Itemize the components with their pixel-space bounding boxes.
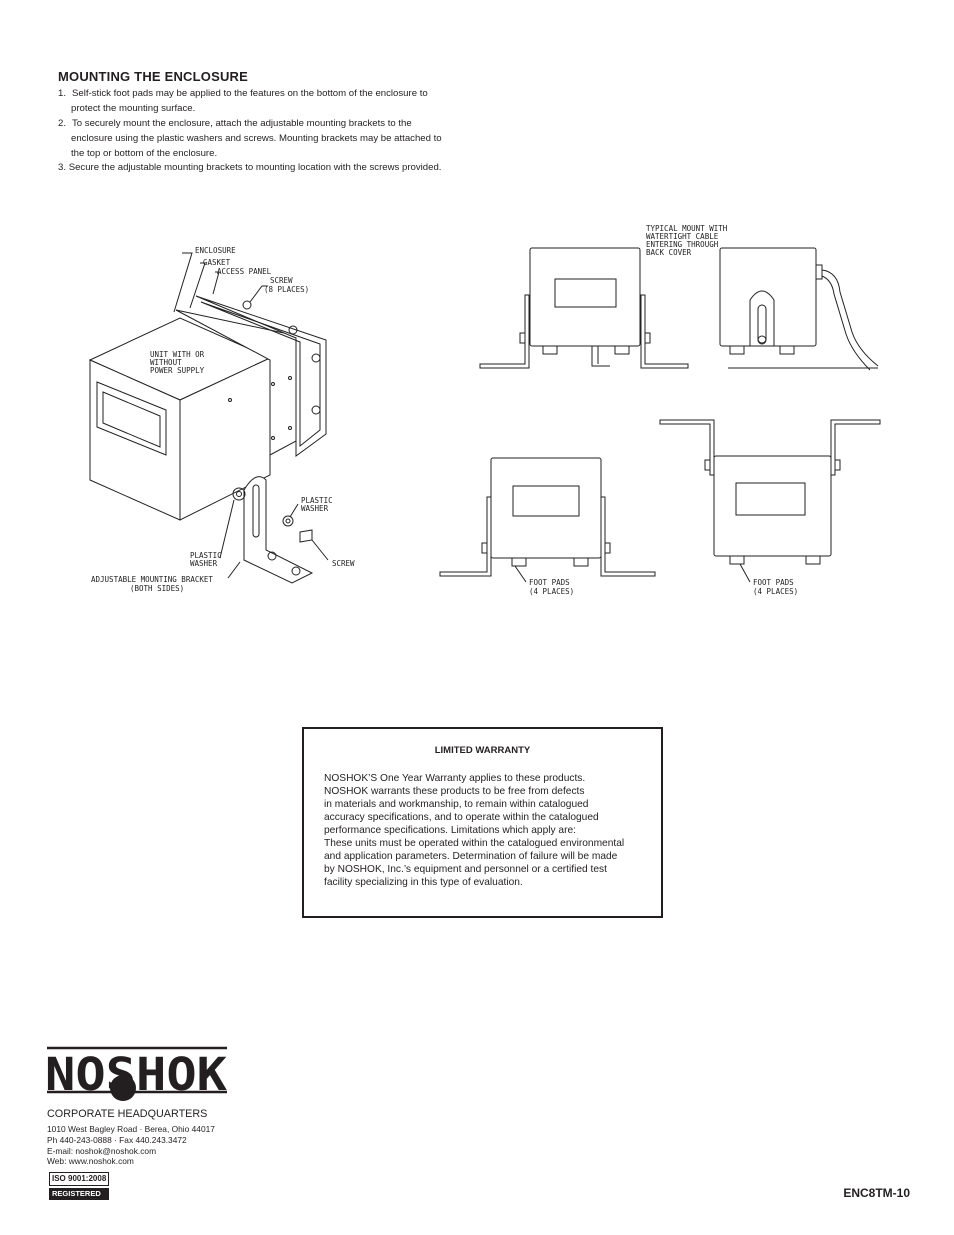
step-number: 3. <box>58 162 67 173</box>
label-unit: WITHOUT <box>150 358 182 367</box>
warranty-line: in materials and workmanship, to remain … <box>324 799 589 810</box>
warranty-line: accuracy specifications, and to operate … <box>324 812 599 823</box>
label-plastic-washer: PLASTIC <box>301 496 333 505</box>
label-typical-mount: TYPICAL MOUNT WITH <box>646 224 728 233</box>
hq-address: 1010 West Bagley Road · Berea, Ohio 4401… <box>47 1124 215 1134</box>
label-foot-pads-places: (4 PLACES) <box>529 587 574 596</box>
label-bracket-sides: (BOTH SIDES) <box>130 584 184 593</box>
iso-badge-bottom: REGISTERED <box>49 1188 109 1200</box>
label-foot-pads-places: (4 PLACES) <box>753 587 798 596</box>
label-screw-places: (8 PLACES) <box>264 285 309 294</box>
hq-title: CORPORATE HEADQUARTERS <box>47 1108 208 1120</box>
step-number: 2. <box>58 118 67 129</box>
label-typical-mount: WATERTIGHT CABLE <box>646 232 719 241</box>
warranty-line: and application parameters. Determinatio… <box>324 851 618 862</box>
label-unit: UNIT WITH OR <box>150 350 205 359</box>
label-screw: SCREW <box>332 559 355 568</box>
warranty-line: These units must be operated within the … <box>324 838 625 849</box>
step-text: Secure the adjustable mounting brackets … <box>68 162 442 173</box>
iso-badge: ISO 9001:2008 REGISTERED <box>49 1172 109 1200</box>
warranty-body: NOSHOK’S One Year Warranty applies to th… <box>324 772 654 889</box>
step-text: Self-stick foot pads may be applied to t… <box>72 88 428 99</box>
warranty-line: by NOSHOK, Inc.’s equipment and personne… <box>324 864 607 875</box>
exploded-view-diagram: ENCLOSURE GASKET ACCESS PANEL SCREW (8 P… <box>88 246 355 593</box>
label-plastic-washer: PLASTIC <box>190 551 222 560</box>
warranty-line: NOSHOK’S One Year Warranty applies to th… <box>324 773 586 784</box>
label-typical-mount: BACK COVER <box>646 248 692 257</box>
hq-email: E-mail: noshok@noshok.com <box>47 1146 157 1156</box>
step-number: 1. <box>58 88 67 99</box>
section-heading: MOUNTING THE ENCLOSURE <box>58 69 249 84</box>
label-foot-pads: FOOT PADS <box>753 578 794 587</box>
label-gasket: GASKET <box>203 258 231 267</box>
logo-text: NOSHOK <box>45 1048 227 1101</box>
step-3: 3. Secure the adjustable mounting bracke… <box>58 160 498 175</box>
warranty-line: NOSHOK warrants these products to be fre… <box>324 786 585 797</box>
label-screw: SCREW <box>270 276 293 285</box>
step-1: 1. Self-stick foot pads may be applied to… <box>58 86 498 116</box>
step-text: To securely mount the enclosure, attach … <box>72 118 412 129</box>
step-2: 2. To securely mount the enclosure, attac… <box>58 116 498 161</box>
mounting-views-diagram: TYPICAL MOUNT WITH WATERTIGHT CABLE ENTE… <box>439 224 881 596</box>
document-code: ENC8TM-10 <box>843 1186 910 1200</box>
label-foot-pads: FOOT PADS <box>529 578 570 587</box>
step-text-continued: enclosure using the plastic washers and … <box>71 133 442 144</box>
label-bracket: ADJUSTABLE MOUNTING BRACKET <box>91 575 213 584</box>
warranty-line: facility specializing in this type of ev… <box>324 877 523 888</box>
warranty-line: performance specifications. Limitations … <box>324 825 576 836</box>
noshok-logo: NOSHOK <box>45 1046 227 1101</box>
label-unit: POWER SUPPLY <box>150 366 205 375</box>
label-plastic-washer: WASHER <box>190 559 218 568</box>
step-text-continued: protect the mounting surface. <box>71 103 196 114</box>
label-enclosure: ENCLOSURE <box>195 246 236 255</box>
label-access-panel: ACCESS PANEL <box>217 267 272 276</box>
iso-badge-top: ISO 9001:2008 <box>49 1172 109 1186</box>
hq-phone: Ph 440-243-0888 · Fax 440.243.3472 <box>47 1135 187 1145</box>
hq-web: Web: www.noshok.com <box>47 1156 134 1166</box>
warranty-title: LIMITED WARRANTY <box>434 745 531 756</box>
label-plastic-washer: WASHER <box>301 504 329 513</box>
warranty-box: LIMITED WARRANTY NOSHOK’S One Year Warra… <box>302 727 663 918</box>
step-text-continued: the top or bottom of the enclosure. <box>71 148 218 159</box>
label-typical-mount: ENTERING THROUGH <box>646 240 719 249</box>
